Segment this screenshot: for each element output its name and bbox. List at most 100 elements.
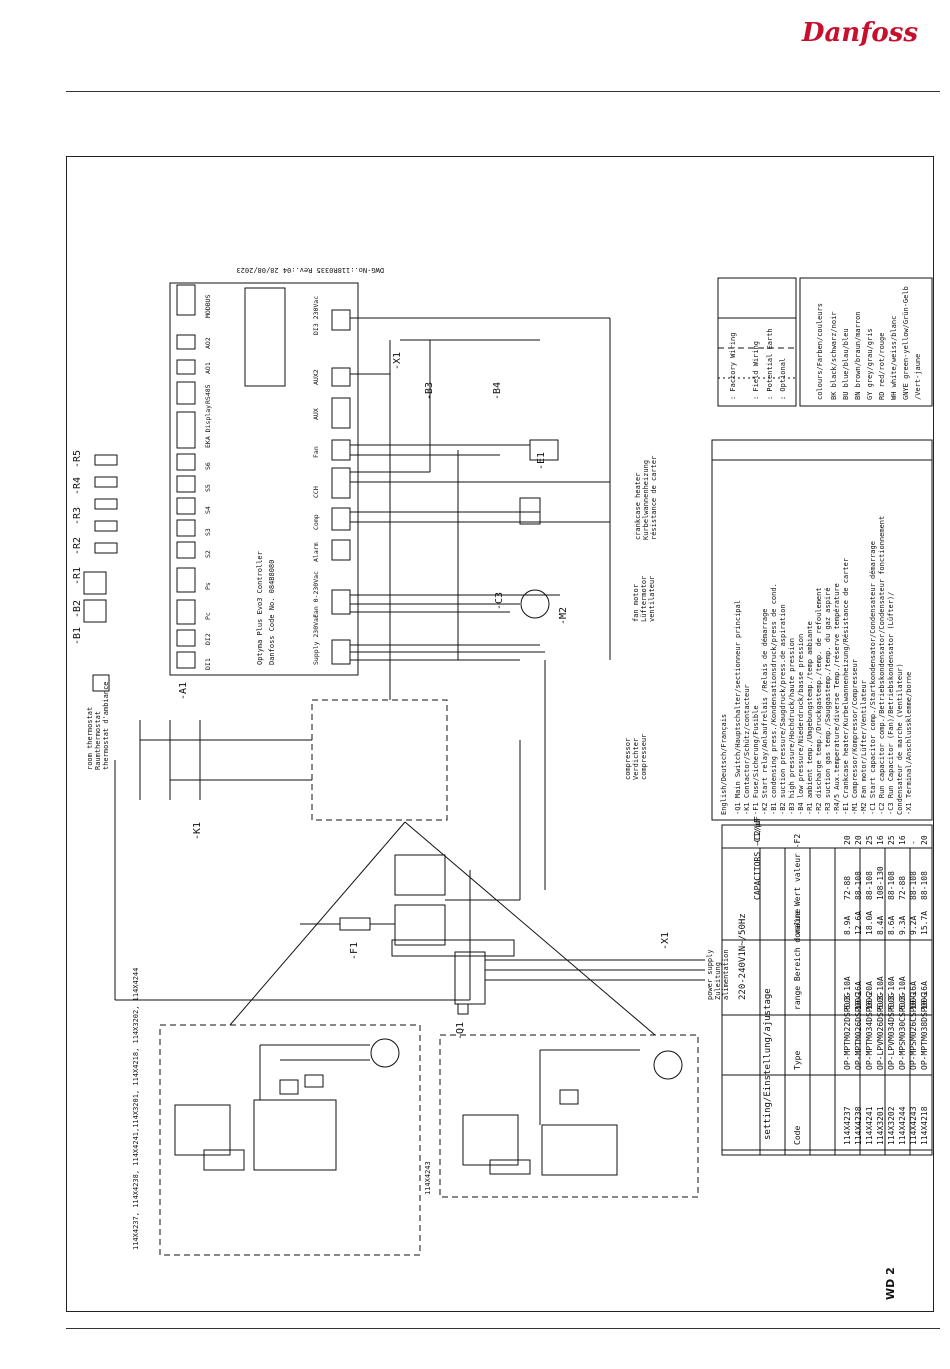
legend-item: -R2 discharge temp./Druckgastemp./temp. … [815, 587, 823, 815]
footer-rule [66, 1328, 940, 1329]
controller-ref: -A1 [178, 682, 189, 700]
room-thermostat-l3: thermostat d'ambiance [102, 681, 110, 770]
legend-item: -F1 Fuse/Sicherung/Fusible [752, 705, 760, 815]
header-code: Code [793, 1126, 802, 1145]
ref-b2: -B2 [72, 600, 83, 618]
table-cell: 16-20A [865, 981, 874, 1010]
table-cell: OP-MPSM026CSP00G [909, 993, 918, 1070]
settings-table: setting/Einstellung/ajustage 220-240V1N~… [738, 816, 802, 1145]
in-di2: DI2 [204, 633, 212, 645]
table-cell: OP-MPTM038DSP00G [920, 993, 929, 1070]
table-cell: 8.4A [876, 916, 885, 935]
grp-supply: Supply 230Vac [312, 614, 320, 665]
ref-b3: -B3 [424, 382, 435, 400]
controller-box [169, 282, 359, 676]
crankcase-l3: résistance de carter [650, 456, 658, 540]
wiring-field: : Field Wiring [752, 341, 760, 400]
legend-item: -X1 Terminal/Anschlussklemme/borne [905, 672, 913, 815]
table-cell: 25 [887, 835, 896, 845]
table-cell: 72-88 [898, 876, 907, 900]
colour-item: BU blue/blau/bleu [842, 328, 850, 400]
table-cell: 114X4244 [898, 1106, 907, 1145]
supply-l1: power supply [706, 949, 714, 1000]
variant2-codes: 114X4243 [424, 1161, 432, 1195]
compressor-l1: compressor [624, 738, 632, 780]
ref-r3: -R3 [72, 507, 83, 525]
table-cell: 72-88 [843, 876, 852, 900]
ref-r2: -R2 [72, 537, 83, 555]
legend-item: -M2 Fan motor/Lüfter/Ventilateur [860, 680, 868, 815]
legend-item: -B2 suction pressure/Saugdruck/press.de … [779, 604, 787, 815]
table-cell: 9.3A [898, 916, 907, 935]
ref-m2: -M2 [558, 607, 569, 625]
header-c2: -C2/µF [753, 816, 762, 845]
colour-item: BK black/schwarz/noir [830, 311, 838, 400]
grp-cch: CCH [312, 486, 320, 498]
legend-title: English/Deutsch/Français [720, 714, 728, 815]
colour-item: GNYE green-yellow/Grün-Gelb [902, 286, 910, 400]
component-refs: -B1 -B2 -R1 -R2 -R3 -R4 -R5 -K1 -F1 -Q1 … [72, 352, 671, 1040]
table-cell: 20 [920, 835, 929, 845]
in-eka: EKA Display [204, 405, 212, 448]
table-cell: 15.7A [920, 911, 929, 935]
header-range: range Bereich domaine [793, 909, 802, 1010]
grp-aux: AUX [312, 408, 320, 420]
table-cell: 88-108 [865, 871, 874, 900]
supply-l3: alimentation [722, 949, 730, 1000]
terminal-group-labels: Supply 230Vac Fan 0-230Vac Alarm Comp CC… [204, 294, 320, 670]
legend-item: -M1 Compressor/Kompressor/Compresseur [851, 659, 859, 815]
grp-fan: Fan [312, 446, 320, 458]
legend-item: -C1 Start capacitor comp./Startkondensat… [869, 541, 877, 815]
table-cell: 16 [876, 835, 885, 845]
grp-comp: Comp [312, 514, 320, 530]
in-pc: Pc [204, 612, 212, 620]
ref-r1: -R1 [72, 567, 83, 585]
colour-item: RD red/rot/rouge [878, 333, 886, 400]
table-cell: 25 [865, 835, 874, 845]
table-cell: 10-16A [854, 981, 863, 1010]
table-cell: 8.9A [843, 916, 852, 935]
ref-b4: -B4 [492, 382, 503, 400]
in-ao2: AO2 [204, 337, 212, 349]
ref-r4: -R4 [72, 477, 83, 495]
ref-x1: -X1 [660, 932, 671, 950]
header-c1: CAPACITORS -C1/µF [753, 818, 762, 900]
table-rows: 114X4237OP-MPTM022DSP00G6.3-10A8.9A72-88… [843, 835, 929, 1145]
legend-item: -K2 Start relay/Anlaufrelais /Relais de … [761, 608, 769, 815]
table-cell: 114X4238 [854, 1106, 863, 1145]
supply-l2: Zuleitung [714, 962, 722, 1000]
fan-motor-l3: ventilateur [648, 576, 656, 622]
legend-item: -Q1 Main Switch/Hauptschalter/sectionneu… [734, 600, 742, 815]
table-cell: 16 [898, 835, 907, 845]
in-s2: S2 [204, 550, 212, 558]
table-cell: 88-108 [909, 871, 918, 900]
wiring-optional: : Optional [779, 358, 787, 400]
fan-motor-l2: Lüftermotor [640, 576, 648, 622]
ref-e1: -E1 [536, 452, 547, 470]
legend-item: -C3 Run Capacitor (Fan)/Betriebskondensa… [887, 592, 895, 815]
table-cell: OP-MPTM022DSP00G [843, 993, 852, 1070]
compressor-l2: Verdichter [632, 738, 640, 780]
table-cell: - [909, 840, 918, 845]
table-cell: OP-MPTM026DSP00G [854, 993, 863, 1070]
component-legend: English/Deutsch/Français -Q1 Main Switch… [720, 516, 913, 815]
colour-item: /Vert-jaune [914, 354, 922, 400]
legend-item: -B1 condensing press./Kondensationsdruck… [770, 583, 778, 815]
table-cell: 20 [843, 835, 852, 845]
legend-item: -R3 suction gas temp./Sauggastemp./temp.… [824, 587, 832, 815]
table-cell: 114X3202 [887, 1106, 896, 1145]
table-cell: 6.3-10A [887, 976, 896, 1010]
table-cell: 108-130 [876, 866, 885, 900]
table-cell: 20 [854, 835, 863, 845]
in-s4: S4 [204, 506, 212, 514]
controller-name: Optyma Plus Evo3 Controller [256, 551, 264, 665]
legend-item: -R4/5 Aux.temperature/diverse Temp./rése… [833, 583, 841, 815]
danfoss-logo: Danfoss [801, 18, 918, 48]
drawing-frame [66, 156, 934, 1312]
rotated-labels: DWG-No.:118R0335 Rev.:04 28/08/2023 Opty… [86, 266, 730, 1250]
table-cell: 88-108 [887, 871, 896, 900]
in-di1: DI1 [204, 658, 212, 670]
table-cell: 6.3-10A [898, 976, 907, 1010]
room-thermostat-l1: room thermostat [86, 707, 94, 770]
legend-item: -B3 high pressure/Hochdruck/haute pressi… [788, 638, 796, 815]
